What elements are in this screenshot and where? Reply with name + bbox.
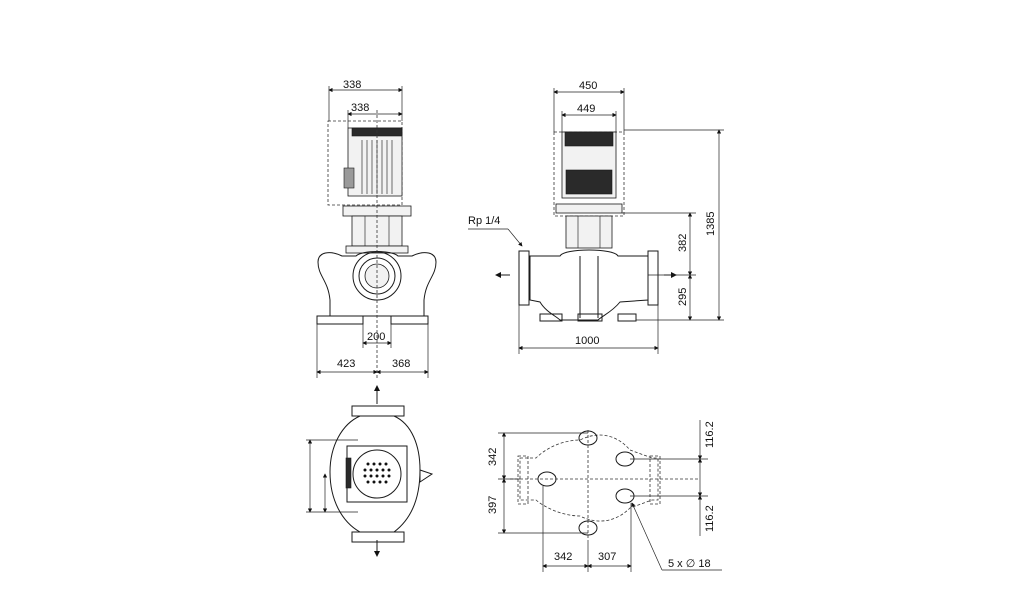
side-motor-cap	[564, 131, 614, 147]
side-dim-height-lower: 295	[677, 288, 689, 306]
top-flange-upper	[351, 405, 405, 417]
top-fan-grille	[363, 462, 391, 484]
side-dim-motor-outer: 450	[579, 80, 597, 92]
base-holes-callout: 5 x ∅ 18	[668, 558, 711, 570]
front-dim-motor-outer: 338	[343, 79, 361, 91]
front-base-right	[390, 315, 429, 325]
side-pump-housing	[529, 249, 649, 321]
base-dim-offset-bottom: 116.2	[704, 505, 716, 532]
side-foot-mid	[577, 313, 603, 322]
side-dim-motor-inner: 449	[577, 103, 595, 115]
top-view	[306, 385, 434, 557]
base-flange-left	[517, 455, 529, 505]
side-motor-flange	[555, 203, 623, 214]
front-dim-motor-inner: 338	[351, 102, 369, 114]
top-terminal-box	[345, 457, 352, 489]
side-dim-flange-length: 1000	[575, 335, 599, 347]
top-volute	[329, 415, 421, 533]
side-dim-height-total: 1385	[705, 212, 717, 236]
base-dim-width-lower: 397	[487, 496, 499, 514]
side-thread-label: Rp 1/4	[468, 215, 500, 227]
side-foot-left	[539, 313, 563, 322]
base-dim-span-right: 307	[598, 551, 616, 563]
top-motor-square	[346, 445, 408, 503]
base-dim-width-upper: 342	[487, 448, 499, 466]
top-motor-fan	[352, 449, 402, 499]
front-base-left	[316, 315, 364, 325]
base-dim-offset-top: 116.2	[704, 421, 716, 448]
base-view: 116.2 116.2 342 397 342 307 5 x ∅ 18	[487, 420, 722, 572]
front-dim-foot-right: 368	[392, 358, 410, 370]
side-dim-height-upper: 382	[677, 234, 689, 252]
front-dim-port-spacing: 200	[367, 331, 385, 343]
front-dim-foot-left: 423	[337, 358, 355, 370]
base-plate-outline	[519, 434, 659, 522]
side-flange-left	[518, 250, 530, 306]
base-dim-span-left: 342	[554, 551, 572, 563]
top-flange-lower	[351, 531, 405, 543]
base-flange-right	[649, 455, 661, 505]
front-pump-housing	[317, 251, 437, 317]
front-view: 338 338 200 423 368	[316, 79, 437, 380]
side-motor-fan	[565, 169, 613, 195]
side-coupling	[565, 215, 613, 249]
side-view: 450 449 Rp 1/4 382 295 1385 1000	[468, 80, 724, 354]
side-flange-right	[647, 250, 659, 306]
front-motor-body	[347, 127, 403, 197]
front-terminal-box	[343, 167, 355, 189]
side-foot-right	[617, 313, 637, 322]
